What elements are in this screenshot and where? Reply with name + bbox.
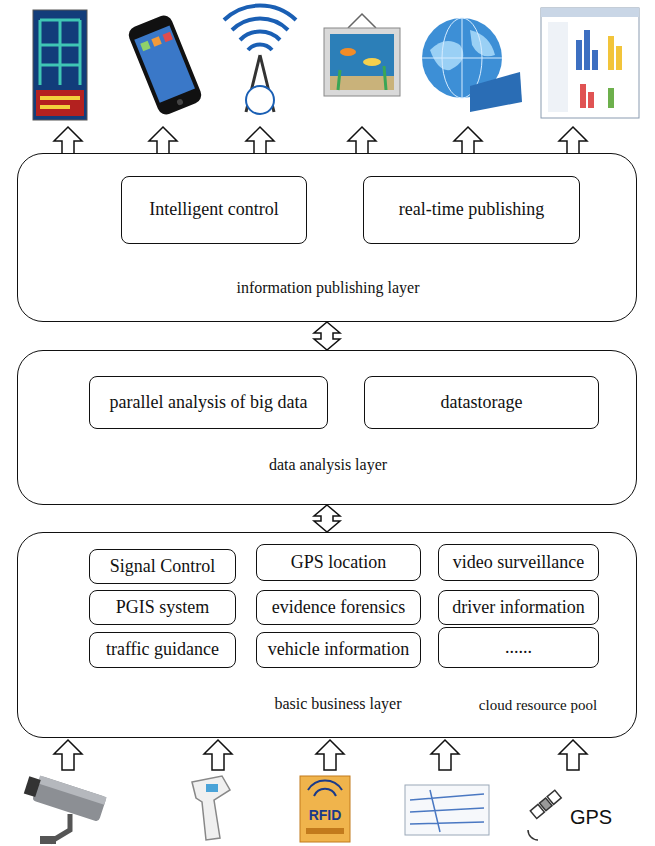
label-holder: information publishing layer [18, 278, 638, 297]
icon-label: GPS [570, 806, 612, 829]
layer-label: data analysis layer [269, 455, 387, 474]
process-box: traffic guidance [89, 632, 236, 668]
process-box: vehicle information [256, 632, 421, 668]
label-holder: data analysis layer [18, 455, 638, 474]
process-box: Signal Control [89, 549, 236, 584]
process-box: evidence forensics [256, 590, 421, 625]
box-label: parallel analysis of big data [110, 392, 308, 414]
up-arrow [54, 740, 587, 770]
up-arrow [54, 127, 587, 155]
process-box: PGIS system [89, 590, 236, 625]
label-holder: basic business layer [213, 694, 463, 713]
camera-icon [23, 772, 107, 844]
road-map-icon [405, 785, 489, 835]
double-arrow [314, 505, 340, 532]
scanner-icon [192, 776, 230, 840]
box-label: Signal Control [110, 556, 216, 578]
layer-label: basic business layer [274, 694, 401, 713]
box-label: real-time publishing [399, 199, 544, 221]
process-box: datastorage [364, 376, 599, 429]
layer-label: cloud resource pool [479, 696, 597, 714]
layer-label: information publishing layer [236, 278, 419, 297]
box-label: GPS location [291, 552, 387, 574]
rfid-tag-icon [300, 776, 350, 842]
guide-sign-icon [33, 10, 87, 120]
smartphone-icon [126, 13, 204, 117]
box-label: ...... [505, 637, 532, 659]
layer-band: basic business layer cloud resource pool S… [17, 532, 637, 738]
process-box: video surveillance [438, 544, 599, 581]
process-box: GPS location [256, 544, 421, 581]
icon-label: RFID [309, 807, 342, 823]
process-box: ...... [438, 627, 599, 668]
label-holder: cloud resource pool [443, 696, 633, 714]
box-label: driver information [452, 597, 584, 619]
box-label: evidence forensics [272, 597, 405, 619]
box-label: datastorage [441, 392, 523, 414]
box-label: Intelligent control [149, 199, 278, 221]
picture-frame-icon [324, 14, 400, 96]
process-box: Intelligent control [121, 176, 307, 244]
process-box: parallel analysis of big data [89, 376, 328, 429]
chart-window-icon [541, 8, 639, 118]
box-label: video surveillance [453, 552, 584, 574]
satellite-icon [528, 790, 561, 840]
label-holder: RFID [300, 806, 350, 824]
box-label: PGIS system [116, 597, 210, 619]
box-label: vehicle information [268, 639, 409, 661]
broadcast-tower-icon [224, 6, 296, 114]
layer-band: information publishing layer Intelligent … [17, 153, 637, 322]
double-arrow [314, 322, 340, 350]
layer-band: data analysis layer parallel analysis of … [17, 350, 637, 505]
box-label: traffic guidance [106, 639, 219, 661]
globe-icon [422, 18, 522, 112]
label-holder: GPS [556, 806, 626, 829]
process-box: real-time publishing [363, 176, 580, 244]
process-box: driver information [438, 590, 599, 625]
